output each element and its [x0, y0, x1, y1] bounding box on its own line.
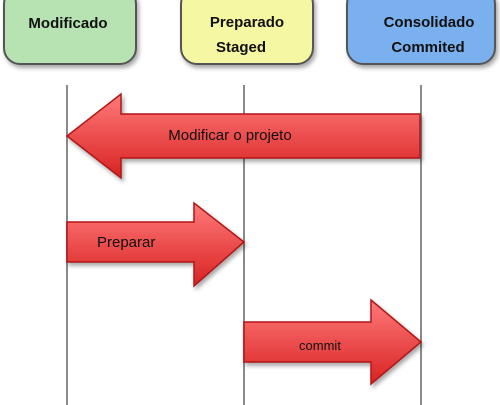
state-label-committed-line1: Consolidado [384, 14, 475, 31]
state-label-committed-line2: Commited [391, 39, 464, 56]
state-staged: Preparado Staged [180, 0, 314, 65]
arrow-shape-commit [243, 298, 423, 386]
arrow-label-commit: commit [299, 338, 341, 353]
arrow-shape-modify [65, 92, 421, 180]
state-box-modified [3, 0, 137, 65]
state-box-staged [180, 0, 314, 65]
state-label-staged-line2: Staged [216, 39, 266, 56]
state-committed: Consolidado Commited [346, 0, 496, 65]
arrow-label-stage: Preparar [97, 234, 155, 251]
state-label-modified: Modificado [28, 15, 107, 32]
arrow-commit: commit [243, 298, 423, 386]
state-box-committed [346, 0, 496, 65]
arrow-stage: Preparar [66, 201, 246, 288]
arrow-shape-stage [66, 201, 246, 288]
state-modified: Modificado [3, 0, 137, 65]
arrow-label-modify: Modificar o projeto [168, 127, 291, 144]
state-label-staged-line1: Preparado [210, 14, 284, 31]
arrow-modify: Modificar o projeto [65, 92, 421, 180]
